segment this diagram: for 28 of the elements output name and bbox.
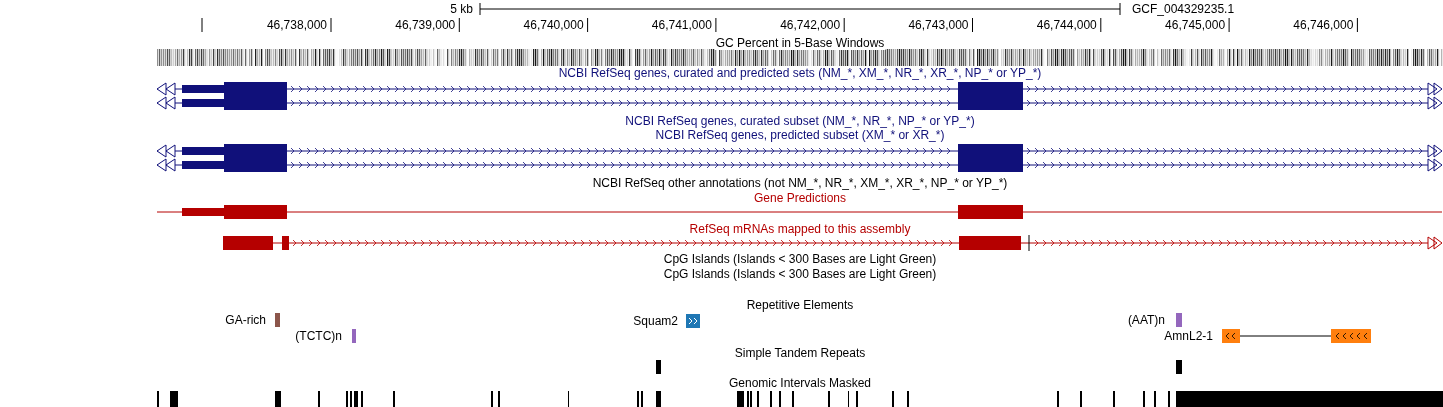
track-title: CpG Islands (Islands < 300 Bases are Light Green) xyxy=(662,267,938,281)
feature-label: AmnL2-1 xyxy=(1163,329,1214,343)
feature-label: GA-rich xyxy=(224,313,267,327)
track-title: NCBI RefSeq genes, predicted subset (XM_* or XR_*) xyxy=(654,128,946,142)
track-title: NCBI RefSeq genes, curated subset (NM_*, NR_*, NP_* or YP_*) xyxy=(624,114,976,128)
scale-label: 5 kb xyxy=(449,2,474,16)
track-title: RefSeq mRNAs mapped to this assembly xyxy=(688,222,912,236)
track-title: NCBI RefSeq other annotations (not NM_*, NR_*, XM_*, XR_*, NP_* or YP_*) xyxy=(591,176,1009,190)
track-title: CpG Islands (Islands < 300 Bases are Light Green) xyxy=(662,252,938,266)
position-label: 46,743,000 xyxy=(907,18,970,32)
position-label: 46,745,000 xyxy=(1164,18,1227,32)
position-label: 46,746,000 xyxy=(1292,18,1355,32)
track-title: GC Percent in 5-Base Windows xyxy=(714,36,886,50)
track-title: NCBI RefSeq genes, curated and predicted sets (NM_*, XM_*, NR_*, XR_*, NP_* or YP_*) xyxy=(557,66,1043,80)
track-title: Genomic Intervals Masked xyxy=(727,376,873,390)
position-label: 46,741,000 xyxy=(650,18,713,32)
position-label: 46,742,000 xyxy=(779,18,842,32)
feature-label: (AAT)n xyxy=(1126,313,1166,327)
assembly-label: GCF_004329235.1 xyxy=(1131,2,1236,16)
track-title: Gene Predictions xyxy=(752,191,848,205)
position-label: 46,740,000 xyxy=(522,18,585,32)
feature-label: Squam2 xyxy=(632,314,679,328)
position-label: 46,739,000 xyxy=(394,18,457,32)
position-label: 46,744,000 xyxy=(1035,18,1098,32)
track-title: Simple Tandem Repeats xyxy=(733,346,867,360)
feature-label: (TCTC)n xyxy=(294,329,343,343)
track-title: Repetitive Elements xyxy=(745,298,855,312)
position-label: 46,738,000 xyxy=(265,18,328,32)
